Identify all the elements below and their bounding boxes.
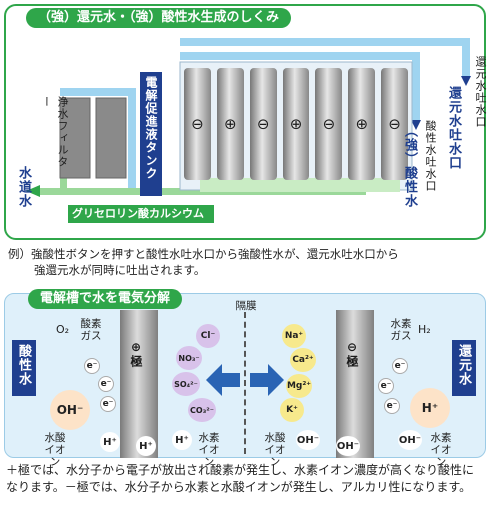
cell-inlet-manifold [200,178,400,192]
plus-electrode [120,310,158,458]
calcium-label: グリセロリン酸カルシウム [72,207,204,220]
hydrogen-gas-label: 水素ガス [390,318,412,342]
oh-ion-right-2: OH⁻ [336,436,360,456]
filter-cartridge-2 [95,97,127,179]
filter-cartridge-1 [59,97,91,179]
cation-magnesium: Mg²⁺ [286,374,312,398]
filter-top-pipe [60,88,130,96]
electron-right-1: e⁻ [392,358,408,374]
oh-ion-right-3: OH⁻ [398,430,422,450]
tap-arrow [26,185,40,197]
o2-label: O₂ [56,323,70,336]
electron-left-3: e⁻ [100,396,116,412]
hydrogen-ion-label-left: 水素イオン [198,432,220,468]
second-header-pipe [180,52,420,60]
electrode-1: ⊖ [184,68,211,180]
h-ion-left-1: H⁺ [100,432,120,452]
electrode-4: ⊕ [282,68,310,180]
explanation-line-1: ＋極では、水分子から電子が放出され酸素が発生し、水素イオン濃度が高くなり酸性に [6,463,475,477]
anion-nitrate: NO₃⁻ [176,346,202,370]
membrane-label: 隔膜 [235,300,257,312]
hydroxide-ion-label-right: 水酸イオン [264,432,286,468]
electron-right-2: e⁻ [378,378,394,394]
anion-carbonate: CO₃²⁻ [188,398,216,422]
h-ion-left-2: H⁺ [136,436,156,456]
acid-side-label: 酸性水 [12,340,36,396]
right-migration-arrow [250,364,284,396]
electrode-6: ⊕ [348,68,376,180]
minus-pole-label: ⊖極 [345,340,359,368]
electrode-5: ⊖ [315,68,343,180]
electrode-2: ⊕ [216,68,244,180]
acid-outlet-arrow [411,120,421,130]
h2-label: H₂ [418,323,431,336]
cation-sodium: Na⁺ [282,324,306,348]
anion-sulfate: SO₄²⁻ [172,372,200,396]
reduced-outlet-pipe [462,38,470,78]
reduced-water-label: 還元水吐水口 [446,86,461,170]
acid-outlet-label: 酸性水吐水口 [424,120,437,192]
hydrogen-ion-label-right: 水素イオン [430,432,452,468]
electron-left-2: e⁻ [98,376,114,392]
oh-ion-right-1: OH⁻ [296,430,320,450]
explanation: ＋極では、水分子から電子が放出され酸素が発生し、水素イオン濃度が高くなり酸性に … [6,462,486,496]
electrode-row: ⊖ ⊕ ⊖ ⊕ ⊖ ⊕ ⊖ [184,68,409,180]
filter-label: 浄水フィルター [40,96,69,168]
filter-out-pipe [128,88,136,188]
plus-pole-label: ⊕極 [129,340,143,368]
acid-outlet-pipe [412,52,420,122]
minus-electrode [336,310,374,458]
reduced-outlet-arrow [461,76,471,86]
h-big-ion: H⁺ [410,388,450,428]
electron-left-1: e⁻ [84,358,100,374]
left-migration-arrow [206,364,240,396]
migration-arrows [206,364,284,396]
h-ion-left-3: H⁺ [172,430,192,450]
hydroxide-ion-label-left: 水酸イオン [44,432,66,468]
membrane-line [244,312,246,454]
cation-calcium: Ca²⁺ [290,348,316,372]
acid-water-label: （強）酸性水 [402,124,417,208]
explanation-line-2: なります。－極では、水分子から水素と水酸イオンが発生し、アルカリ性になります。 [6,480,472,494]
oxygen-gas-label: 酸素ガス [80,318,102,342]
electron-right-3: e⁻ [384,398,400,414]
tank-label: 電解促進液タンク [140,72,162,196]
reduced-outlet-label: 還元水吐水口 [474,56,487,128]
top-header-pipe [180,38,470,46]
electrode-7: ⊖ [381,68,409,180]
mechanism-title: （強）還元水・（強）酸性水生成のしくみ [26,8,292,28]
anion-chloride: Cl⁻ [196,324,220,348]
example-line-1: 例）強酸性ボタンを押すと酸性水吐水口から強酸性水が、還元水吐水口から [8,247,399,261]
oh-big-ion: OH⁻ [50,390,90,430]
electrode-3: ⊖ [249,68,277,180]
example-line-2: 強還元水が同時に吐出されます。 [34,263,206,277]
electrolysis-title: 電解槽で水を電気分解 [28,289,183,309]
reduced-side-label: 還元水 [452,340,476,396]
calcium-bar [68,205,214,223]
cation-potassium: K⁺ [280,398,304,422]
tap-water-label: 水道水 [16,166,31,208]
